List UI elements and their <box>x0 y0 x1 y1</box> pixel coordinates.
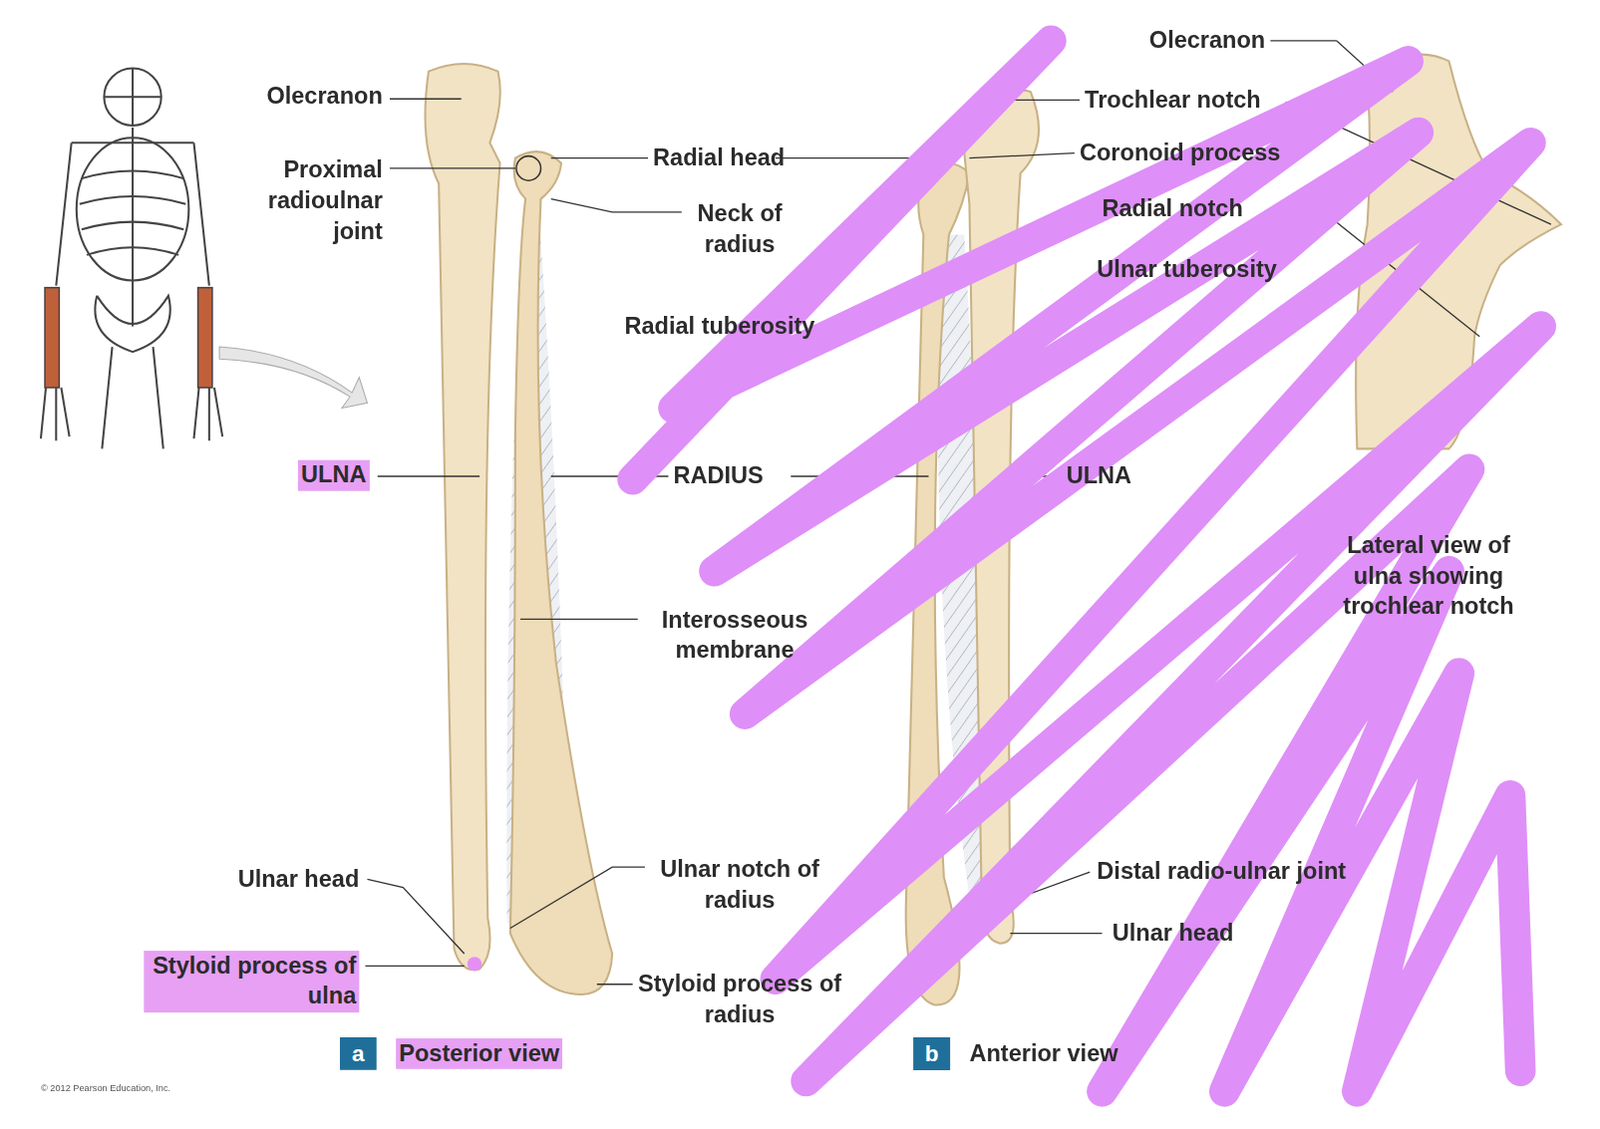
part-label: Styloid process of ulna <box>143 951 359 1012</box>
part-label: Ulnar head <box>1112 918 1235 950</box>
part-label: Ulnar notch of radius <box>657 855 822 917</box>
part-label: Styloid process of radius <box>630 969 850 1031</box>
part-label: ULNA <box>1066 461 1132 493</box>
part-label: Posterior view <box>395 1038 563 1070</box>
part-label: Radial tuberosity <box>624 311 815 342</box>
part-label: Trochlear notch <box>1084 84 1262 116</box>
part-label: © 2012 Pearson Education, Inc. <box>40 1083 171 1096</box>
panel-letter-box: b <box>913 1037 951 1071</box>
panel-letter: b <box>925 1040 940 1068</box>
part-label: Olecranon <box>266 81 382 113</box>
part-label: Radial head <box>652 142 785 174</box>
part-label: Ulnar tuberosity <box>1096 255 1278 287</box>
part-label: Interosseous membrane <box>633 605 838 666</box>
panel-letter: a <box>351 1040 365 1068</box>
part-label: RADIUS <box>673 461 764 493</box>
part-label: Radial notch <box>1101 194 1243 226</box>
skeleton-icon <box>40 68 223 450</box>
panel-letter-box: a <box>339 1037 377 1071</box>
part-label: Lateral view of ulna showing trochlear n… <box>1326 530 1532 623</box>
part-label: Coronoid process <box>1079 137 1280 169</box>
part-label: Proximal radioulnar joint <box>229 155 383 248</box>
scribble-overlay <box>633 40 1542 1092</box>
part-label: Olecranon <box>1149 25 1266 57</box>
part-label: Ulnar head <box>238 864 360 896</box>
part-label: Distal radio-ulnar joint <box>1096 857 1346 889</box>
part-label: Neck of radius <box>678 199 802 261</box>
part-label: ULNA <box>298 460 370 492</box>
part-label: Anterior view <box>968 1038 1118 1070</box>
